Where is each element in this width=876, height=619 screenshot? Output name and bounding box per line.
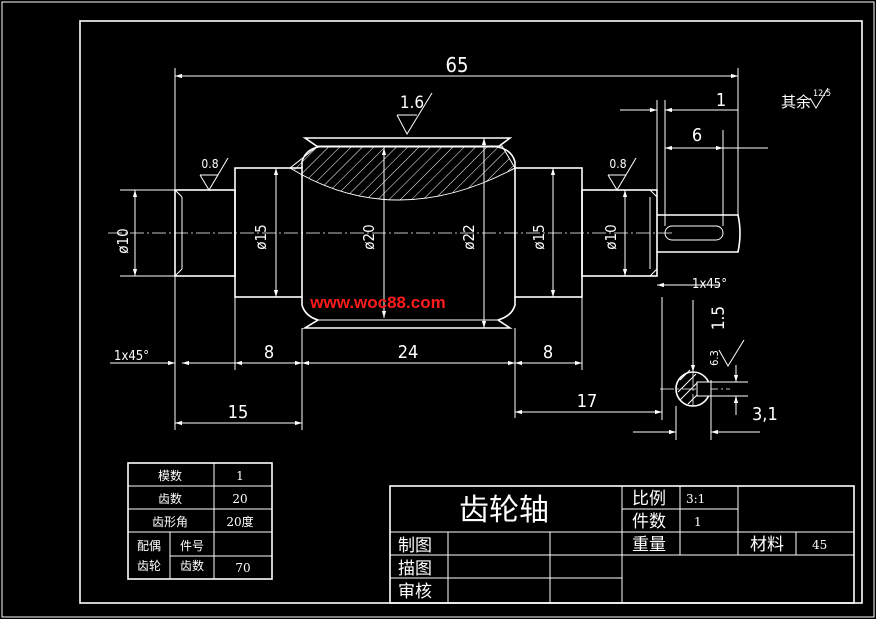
roughness-symbol-right — [607, 157, 637, 191]
mating-label-2: 齿轮 — [137, 559, 161, 573]
roughness-symbol-rest — [809, 87, 829, 109]
dim-d22: ø22 — [460, 224, 478, 249]
part-no-label: 件号 — [180, 539, 204, 553]
checked-by-label: 审核 — [398, 582, 432, 602]
dim-len-24: 24 — [398, 342, 419, 363]
gear-row-2-value: 20 — [232, 492, 247, 506]
gear-row-1-value: 1 — [236, 469, 244, 483]
dim-key-6: 6 — [692, 125, 702, 146]
material-value: 45 — [812, 538, 827, 552]
drawing-title: 齿轮轴 — [459, 493, 549, 528]
roughness-main: 1.6 — [400, 93, 424, 113]
roughness-rest-value: 12.5 — [813, 89, 831, 99]
roughness-left: 0.8 — [201, 157, 218, 171]
diameter-dims — [120, 138, 628, 328]
traced-by-label: 描图 — [398, 559, 432, 579]
qty-value: 1 — [694, 515, 702, 529]
dim-key-1: 1 — [716, 90, 726, 111]
watermark: www.woc88.com — [309, 293, 445, 312]
gear-table — [127, 462, 273, 580]
dim-len-17: 17 — [577, 391, 598, 412]
dim-overall: 65 — [446, 53, 469, 77]
gear-row-1-label: 模数 — [158, 468, 182, 483]
dim-d10-left: ø10 — [114, 228, 132, 253]
dim-d15-right: ø15 — [530, 224, 548, 249]
roughness-symbol-left — [199, 157, 229, 191]
mating-label-1: 配偶 — [137, 539, 161, 553]
gear-row-2-label: 齿数 — [158, 491, 182, 506]
gear-row-3-value: 20度 — [226, 514, 253, 529]
dim-len-8-left: 8 — [264, 342, 274, 363]
drawn-by-label: 制图 — [398, 536, 432, 556]
dim-d15-left: ø15 — [252, 224, 270, 249]
roughness-rest-label: 其余 — [781, 93, 811, 111]
roughness-symbol-main — [396, 92, 433, 136]
title-block — [389, 485, 855, 604]
scale-label: 比例 — [632, 489, 666, 509]
qty-label: 件数 — [632, 512, 666, 532]
gear-row-3-label: 齿形角 — [152, 515, 188, 529]
key-section-view — [633, 300, 760, 440]
roughness-right: 0.8 — [609, 157, 626, 171]
dim-chamfer-left: 1x45° — [114, 349, 149, 364]
material-label: 材料 — [750, 535, 784, 555]
dim-d20: ø20 — [360, 224, 378, 249]
dim-key-depth: 1.5 — [709, 306, 729, 330]
scale-value: 3:1 — [686, 492, 705, 506]
dim-chamfer-right: 1x45° — [692, 277, 727, 292]
roughness-keyway: 6.3 — [708, 350, 721, 366]
mating-teeth-value: 70 — [235, 561, 250, 575]
dim-len-8-right: 8 — [543, 342, 553, 363]
dim-key-width: 3,1 — [752, 404, 778, 425]
weight-label: 重量 — [632, 535, 666, 555]
mating-teeth-label: 齿数 — [180, 558, 204, 573]
shaft-outline — [174, 137, 741, 329]
dim-len-15: 15 — [228, 402, 249, 423]
dim-d10-right: ø10 — [602, 224, 620, 249]
